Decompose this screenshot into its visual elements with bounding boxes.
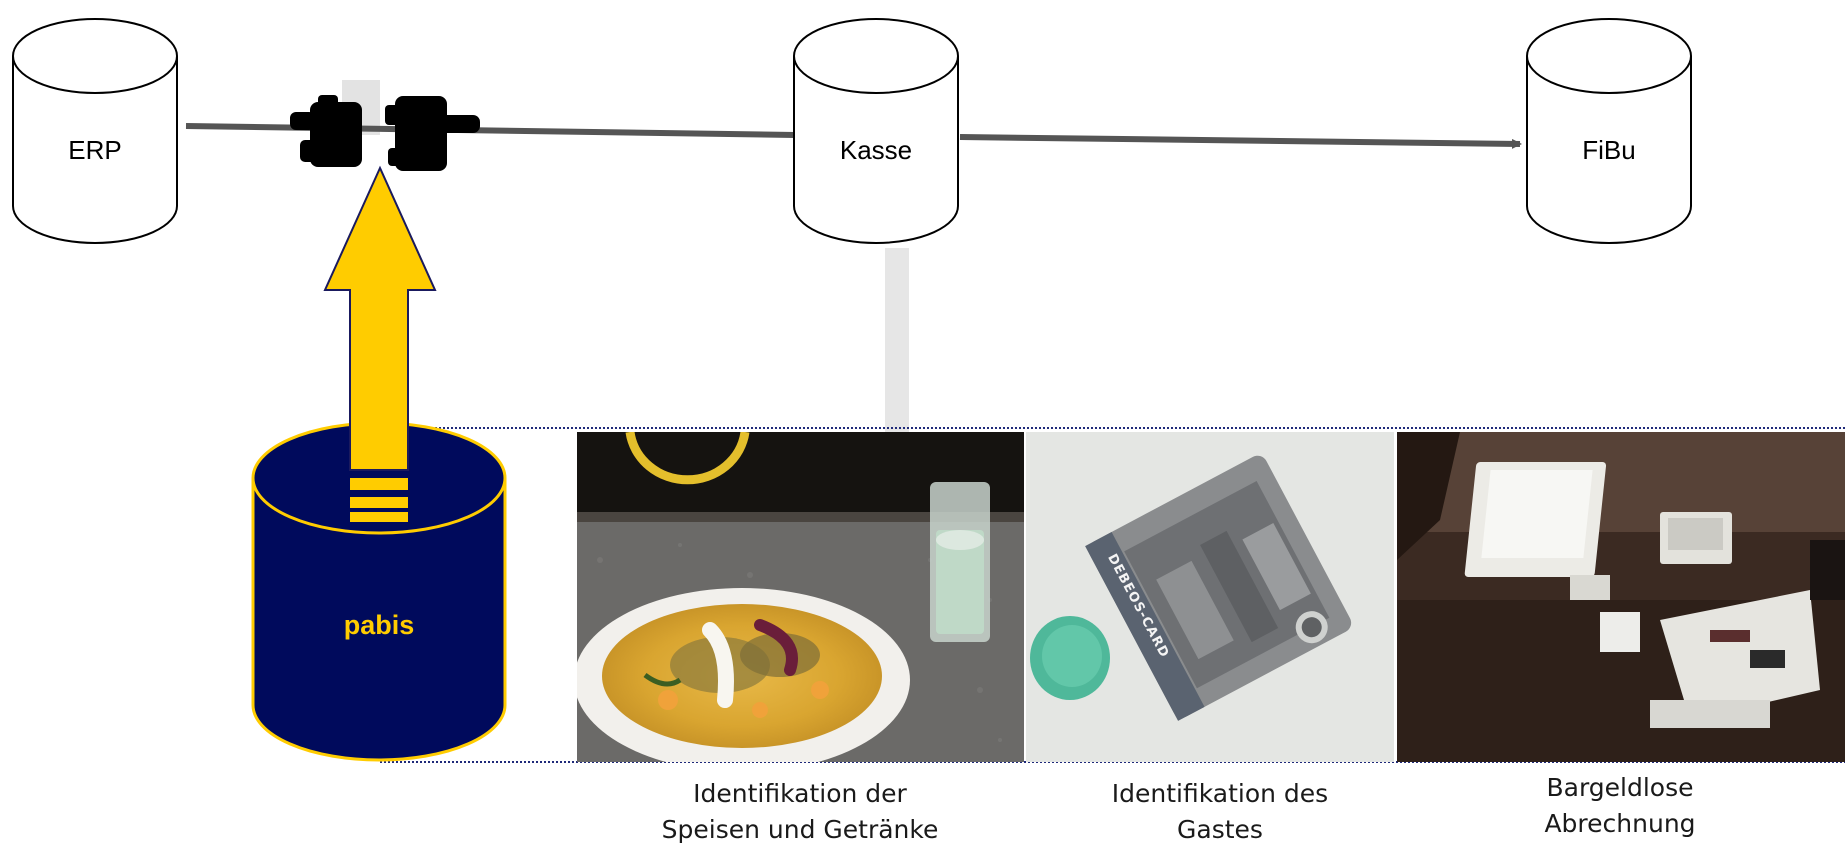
kasse-fibu-arrow	[959, 134, 1522, 149]
caption-guest-line1: Identifikation des	[1111, 779, 1329, 808]
fibu-database: FiBu	[1526, 18, 1692, 244]
caption-payment-line1: Bargeldlose	[1546, 773, 1694, 802]
payment-terminal-photo	[1397, 432, 1845, 762]
erp-database: ERP	[12, 18, 178, 244]
caption-cashless-payment: Bargeldlose Abrechnung	[1440, 770, 1800, 842]
meal-tray-photo	[577, 432, 1024, 762]
plug-connector-icon	[290, 95, 480, 171]
caption-payment-line2: Abrechnung	[1544, 809, 1696, 838]
kasse-label: Kasse	[840, 135, 912, 165]
caption-guest-identification: Identifikation des Gastes	[1040, 776, 1400, 848]
erp-label: ERP	[68, 135, 121, 165]
erp-kasse-connector	[185, 123, 796, 138]
kasse-guide-line	[885, 248, 909, 433]
guest-card-photo: DEBEOS-CARD	[1026, 432, 1394, 762]
kasse-database: Kasse	[793, 18, 959, 244]
caption-meal-line1: Identifikation der	[693, 779, 907, 808]
fibu-label: FiBu	[1582, 135, 1635, 165]
pabis-label: pabis	[344, 610, 415, 640]
pabis-database: pabis	[251, 421, 507, 762]
caption-guest-line2: Gastes	[1177, 815, 1263, 844]
caption-meal-identification: Identifikation der Speisen und Getränke	[620, 776, 980, 848]
caption-meal-line2: Speisen und Getränke	[661, 815, 939, 844]
data-flow-arrow	[323, 165, 437, 522]
